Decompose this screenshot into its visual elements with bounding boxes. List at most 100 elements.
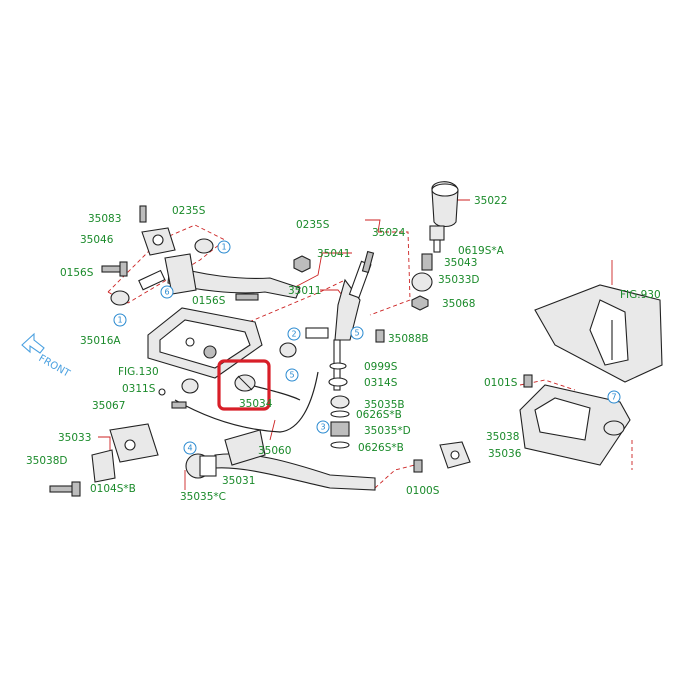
label-35068: 35068 — [442, 298, 475, 310]
bolt-0156s-b — [235, 293, 259, 301]
bushing-1a — [110, 290, 130, 306]
bolt-0101s — [523, 374, 533, 388]
callout-3[interactable]: 3 — [316, 420, 330, 434]
leader-35060 — [269, 419, 276, 441]
svg-text:4: 4 — [187, 444, 192, 453]
label-35036: 35036 — [488, 448, 522, 460]
plate-35038d — [91, 449, 116, 483]
callout-5b[interactable]: 5 — [285, 368, 299, 382]
front-label: FRONT — [37, 353, 73, 380]
label-0311s: 0311S — [122, 383, 156, 395]
pin-2 — [305, 327, 329, 339]
housing-35016a — [147, 307, 263, 379]
bracket-35046 — [141, 227, 176, 256]
nut-35068 — [411, 295, 429, 311]
label-35041: 35041 — [317, 248, 350, 260]
nut-0235s-b — [293, 255, 311, 273]
label-0619sa: 0619S*A — [458, 245, 505, 257]
grommet-7 — [603, 420, 625, 436]
bushing-35034 — [234, 374, 256, 392]
label-35031: 35031 — [222, 475, 255, 487]
label-35046: 35046 — [80, 234, 114, 246]
label-0999s: 0999S — [364, 361, 398, 373]
label-35016a: 35016A — [80, 335, 121, 347]
label-0104sb: 0104S*B — [90, 483, 136, 495]
bushing-6 — [138, 269, 166, 291]
label-35035c: 35035*C — [180, 491, 226, 503]
label-35088b: 35088B — [388, 333, 429, 345]
callout-2[interactable]: 2 — [287, 327, 301, 341]
label-35083: 35083 — [88, 213, 121, 225]
stack-parts — [328, 339, 350, 449]
label-0100s: 0100S — [406, 485, 440, 497]
svg-text:3: 3 — [320, 423, 325, 432]
label-0156s-b: 0156S — [192, 295, 226, 307]
label-0314s: 0314S — [364, 377, 398, 389]
label-0626sb-a: 0626S*B — [356, 409, 402, 421]
label-35035b: 35035B — [364, 399, 405, 411]
svg-text:1: 1 — [221, 243, 226, 252]
label-35038d: 35038D — [26, 455, 68, 467]
callout-4[interactable]: 4 — [183, 441, 197, 455]
lever-35011 — [334, 250, 375, 341]
bushing-5b — [279, 342, 297, 358]
bolt-35088b — [375, 329, 385, 343]
label-0101s: 0101S — [484, 377, 518, 389]
collar-top — [194, 238, 214, 254]
label-35033d: 35033D — [438, 274, 480, 286]
label-35067: 35067 — [92, 400, 125, 412]
dashed-link-lower-right — [374, 464, 416, 489]
bracket-35036 — [439, 441, 471, 469]
callout-5a[interactable]: 5 — [350, 326, 364, 340]
label-0235s-a: 0235S — [172, 205, 206, 217]
callout-6[interactable]: 6 — [160, 285, 174, 299]
svg-text:5: 5 — [289, 371, 294, 380]
label-35035d: 35035*D — [364, 425, 411, 437]
dashed-link-35024 — [369, 231, 411, 316]
part-labels: 35083 0235S 35046 0156S 0235S 35041 0156… — [26, 195, 661, 503]
callout-7[interactable]: 7 — [607, 390, 621, 404]
highlight-box[interactable] — [217, 359, 271, 411]
shift-knob-35022 — [431, 181, 459, 228]
knob-adapter-35024 — [429, 225, 445, 253]
label-35043: 35043 — [444, 257, 477, 269]
label-35024: 35024 — [372, 227, 406, 239]
pin-35083 — [139, 205, 147, 223]
bushing-35035c — [185, 453, 217, 479]
leader-bracket-right — [365, 219, 381, 233]
svg-text:2: 2 — [291, 330, 296, 339]
svg-text:6: 6 — [164, 288, 169, 297]
callout-1b[interactable]: 1 — [113, 313, 127, 327]
label-fig930: FIG.930 — [620, 289, 661, 301]
label-35038: 35038 — [486, 431, 519, 443]
rod-35031 — [214, 429, 376, 491]
label-fig130: FIG.130 — [118, 366, 159, 378]
label-35022: 35022 — [474, 195, 507, 207]
svg-text:7: 7 — [611, 393, 616, 402]
cable-35060 — [174, 371, 319, 433]
rod-35041 — [164, 253, 301, 299]
plate-35038 — [519, 384, 631, 466]
label-0156s-a: 0156S — [60, 267, 94, 279]
svg-text:5: 5 — [354, 329, 359, 338]
label-35034: 35034 — [239, 398, 273, 410]
leader-35041 — [279, 252, 352, 296]
bushing-35033d — [411, 272, 433, 292]
bolt-0156s-a — [101, 261, 128, 277]
svg-text:1: 1 — [117, 316, 122, 325]
bolt-0104sb — [49, 481, 81, 497]
bushing-fig130 — [181, 378, 199, 394]
clip-0311s — [158, 388, 166, 396]
spring-35043 — [421, 253, 433, 271]
label-35033: 35033 — [58, 432, 91, 444]
callout-1a[interactable]: 1 — [217, 240, 231, 254]
bracket-35033 — [109, 423, 159, 463]
boot-fig930 — [534, 284, 663, 383]
label-35011: 35011 — [288, 285, 321, 297]
label-0235s-b: 0235S — [296, 219, 330, 231]
bolt-0100s — [413, 459, 423, 473]
bolt-35067 — [171, 401, 187, 409]
label-35060: 35060 — [258, 445, 291, 457]
front-arrow-icon — [21, 332, 45, 354]
